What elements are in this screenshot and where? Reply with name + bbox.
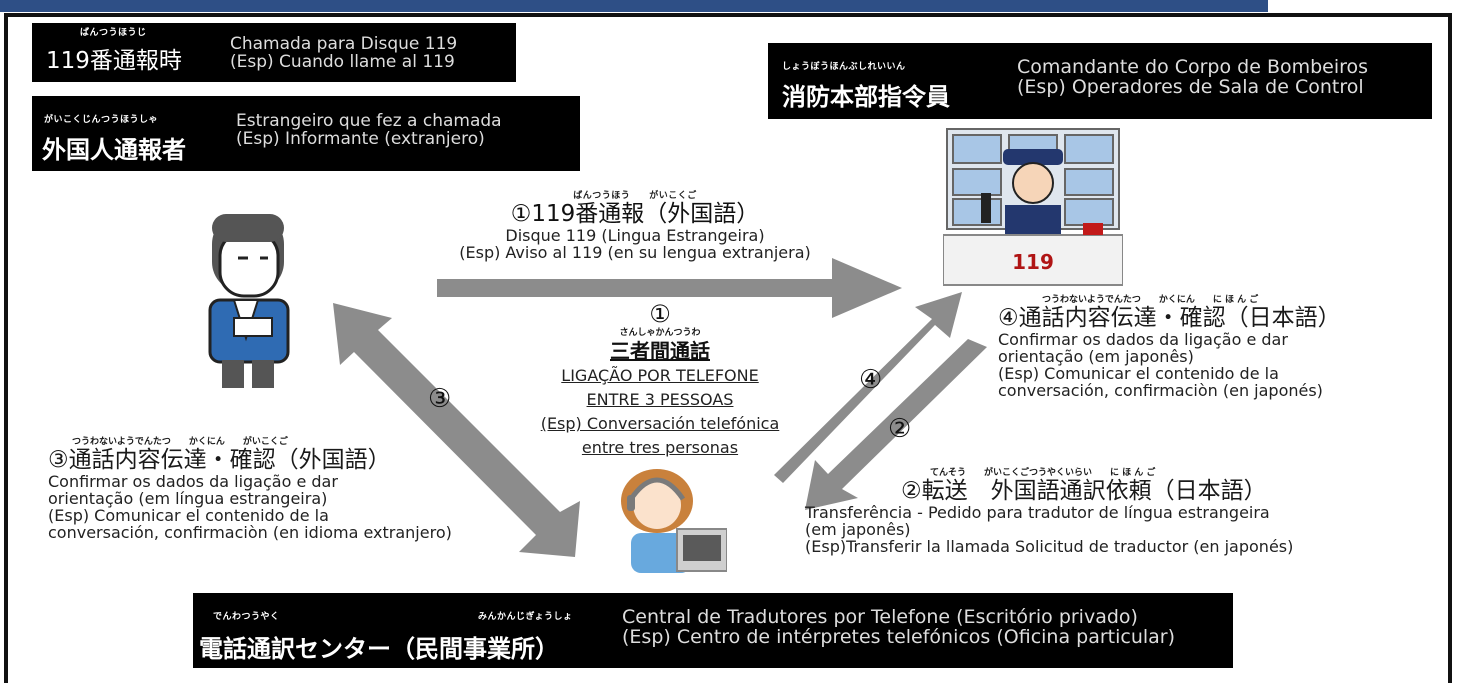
label-119-call: ばんつうほうじ 119番通報時 Chamada para Disque 119(… [32, 23, 516, 82]
step4-title: ④通話内容伝達・確認（日本語） [998, 305, 1341, 331]
step3-title: ③通話内容伝達・確認（外国語） [48, 447, 391, 473]
step2-line: (em japonês) [805, 520, 911, 539]
center-number: ① [649, 300, 671, 328]
label-translation: Comandante do Corpo de Bombeiros(Esp) Op… [1017, 56, 1369, 98]
caller-person-icon [208, 214, 290, 388]
step3-line: conversación, confirmaciòn (en idioma ex… [48, 523, 452, 542]
step3-line: orientação (em língua estrangeira) [48, 489, 328, 508]
step3-line: Confirmar os dados da ligação e dar [48, 472, 338, 491]
label-foreign-caller: がいこくじんつうほうしゃ 外国人通報者 Estrangeiro que fez … [32, 96, 580, 171]
diagram-frame [4, 13, 1452, 683]
step2-ruby: てんそう がいこくごつうやくいらい に ほ ん ご [930, 468, 1156, 478]
desk-number-text: 119 [1012, 250, 1054, 274]
three-way-call: ① さんしゃかんつうわ 三者間通話 LIGAÇÃO POR TELEFONE E… [515, 300, 805, 460]
center-line-3: (Esp) Conversación telefónica [540, 414, 780, 433]
arrow-1 [437, 258, 902, 318]
label-title: 消防本部指令員 [782, 83, 950, 111]
step1-title: ①119番通報（外国語） [510, 201, 760, 227]
operator-headset-icon [621, 469, 727, 573]
label-fire-dispatcher: しょうぼうほんぶしれいいん 消防本部指令員 Comandante do Corp… [768, 43, 1432, 119]
arrow-4 [774, 292, 962, 483]
step2-title: ②転送 外国語通訳依頼（日本語） [901, 478, 1267, 504]
step4-ruby: つうわないようでんたつ かくにん に ほ ん ご [1042, 295, 1259, 305]
step2-line: (Esp)Transferir la llamada Solicitud de … [805, 537, 1294, 556]
label-ruby: がいこくじんつうほうしゃ [44, 115, 159, 125]
label-translation: Central de Tradutores por Telefone (Escr… [622, 606, 1176, 648]
step1-es: (Esp) Aviso al 119 (en su lengua extranj… [459, 243, 811, 262]
step4-line: conversación, confirmaciòn (en japonés) [998, 381, 1323, 400]
step2-line: Transferência - Pedido para tradutor de … [805, 503, 1270, 522]
step1-ruby: ばんつうほう がいこくご [573, 191, 697, 201]
step2-text: てんそう がいこくごつうやくいらい に ほ ん ご ②転送 外国語通訳依頼（日本… [805, 465, 1293, 555]
arrow-2 [805, 339, 987, 510]
center-ruby: さんしゃかんつうわ [619, 328, 701, 338]
label-ruby: しょうぼうほんぶしれいいん [782, 62, 906, 72]
center-line-1: LIGAÇÃO POR TELEFONE [561, 366, 759, 385]
step4-line: orientação (em japonês) [998, 347, 1194, 366]
center-line-2: ENTRE 3 PESSOAS [586, 390, 734, 409]
label-title: 外国人通報者 [42, 136, 186, 164]
center-line-4: entre tres personas [581, 438, 739, 457]
label-translation: Estrangeiro que fez a chamada(Esp) Infor… [236, 111, 502, 149]
label-interpreter-center: でんわつうやく みんかんじぎょうしょ 電話通訳センター（民間事業所） Centr… [193, 593, 1233, 668]
step1-text: ばんつうほう がいこくご ①119番通報（外国語） Disque 119 (Li… [385, 188, 885, 261]
label-translation: Chamada para Disque 119(Esp) Cuando llam… [230, 34, 458, 72]
dispatcher-desk-icon: 119 [943, 128, 1123, 286]
arrow3-number: ③ [428, 384, 452, 414]
label-ruby: みんかんじぎょうしょ [478, 612, 573, 622]
arrow-3 [333, 303, 580, 557]
label-ruby: でんわつうやく [213, 612, 280, 622]
header-bar [0, 0, 1268, 12]
step3-ruby: つうわないようでんたつ かくにん がいこくご [72, 437, 288, 447]
step4-line: Confirmar os dados da ligação e dar [998, 330, 1288, 349]
label-ruby: ばんつうほうじ [80, 28, 147, 38]
label-title: 電話通訳センター（民間事業所） [199, 635, 559, 663]
step4-line: (Esp) Comunicar el contenido de la [998, 364, 1279, 383]
step1-pt: Disque 119 (Lingua Estrangeira) [505, 226, 765, 245]
step4-text: つうわないようでんたつ かくにん に ほ ん ご ④通話内容伝達・確認（日本語）… [998, 292, 1341, 399]
step3-text: つうわないようでんたつ かくにん がいこくご ③通話内容伝達・確認（外国語） C… [48, 434, 452, 541]
step3-line: (Esp) Comunicar el contenido de la [48, 506, 329, 525]
arrow4-number: ④ [859, 365, 883, 395]
center-title: 三者間通話 [610, 339, 710, 363]
arrow2-number: ② [888, 414, 912, 444]
label-title: 119番通報時 [46, 48, 182, 74]
